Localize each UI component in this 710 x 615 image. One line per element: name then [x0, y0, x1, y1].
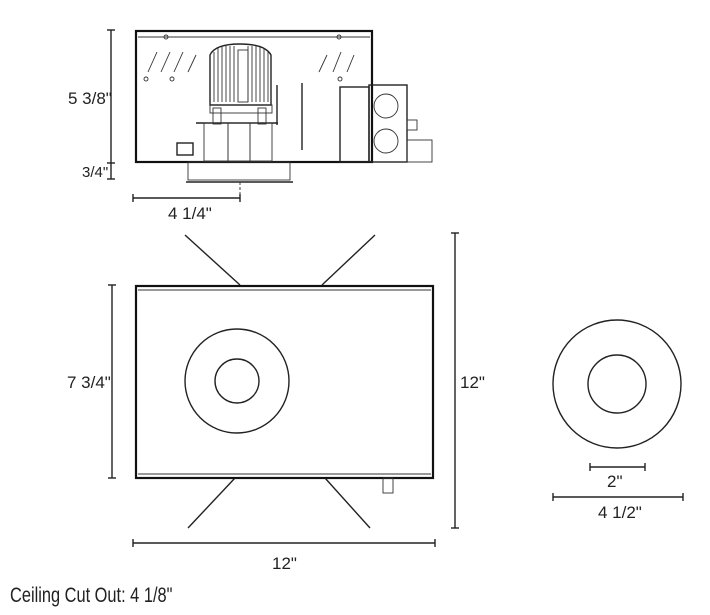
mounting-slots: [143, 34, 355, 82]
adjustment-knob: [176, 142, 194, 156]
top-view: 7 3/4" 12" 12": [67, 232, 485, 573]
height-label: 5 3/8": [68, 89, 112, 108]
housing-plan: [134, 284, 435, 480]
junction-box: [339, 84, 433, 163]
outer-diameter-label: 4 1/2": [598, 503, 642, 522]
trim-outer-circle: [552, 319, 682, 449]
side-dimensions: [107, 29, 241, 202]
mounting-bars: [184, 234, 376, 529]
tab: [382, 477, 394, 494]
ceiling-cutout-caption: Ceiling Cut Out: 4 1/8": [10, 584, 173, 607]
width-label: 12": [272, 554, 297, 573]
side-view: 5 3/8" 3/4" 4 1/4": [68, 29, 433, 223]
trim-aperture-circle: [587, 354, 647, 414]
offset-label: 4 1/4": [168, 204, 212, 223]
trim-height-label: 3/4": [82, 164, 108, 181]
housing-box: [134, 29, 374, 164]
depth-label: 7 3/4": [67, 373, 111, 392]
trim-outer: [184, 328, 290, 434]
heatsink: [209, 43, 272, 106]
aperture-label: 2": [607, 472, 623, 491]
overall-label: 12": [460, 373, 485, 392]
trim-view: 2" 4 1/2": [552, 319, 684, 522]
plan-dimensions: [108, 232, 459, 547]
aperture: [214, 358, 260, 404]
trim: [187, 161, 291, 181]
